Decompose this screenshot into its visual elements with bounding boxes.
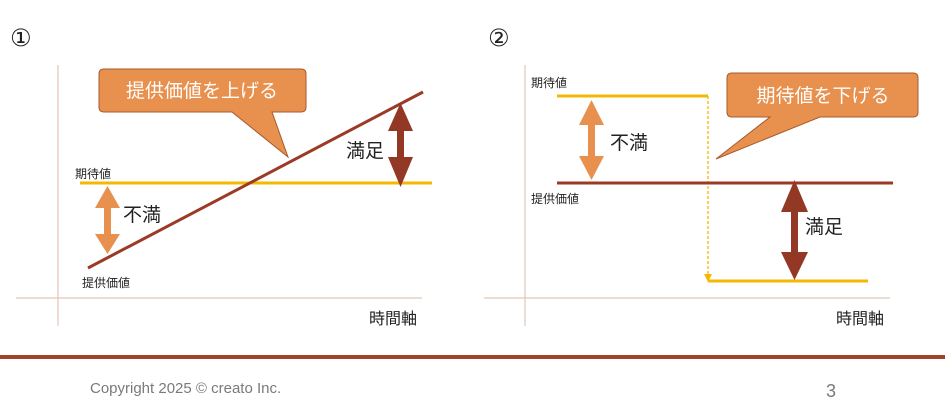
diagram-1-callout-text: 提供価値を上げる — [126, 80, 278, 102]
diagram-2-provided-label: 提供価値 — [531, 191, 579, 206]
copyright-text: Copyright 2025 © creato Inc. — [90, 380, 282, 397]
diagram-2-callout-text: 期待値を下げる — [756, 85, 889, 107]
diagram-2-drop-arrowhead — [704, 274, 712, 282]
diagram-2-satisfied-arrow — [781, 180, 808, 280]
diagram-1-provided-line — [87, 90, 424, 270]
diagram-1-satisfied-label: 満足 — [346, 140, 384, 162]
diagram-1-satisfied-arrow — [388, 103, 413, 187]
diagram-2-dissatisfied-label: 不満 — [610, 132, 648, 154]
diagram-2-expectation-label: 期待値 — [531, 75, 567, 90]
diagram-1-axis-label: 時間軸 — [369, 309, 417, 328]
diagram-1-expectation-label: 期待値 — [75, 166, 111, 181]
diagram-2: ② 期待値 提供価値 不満 満足 期待値を — [484, 24, 919, 328]
diagram-1-callout: 提供価値を上げる — [98, 68, 307, 159]
footer-divider — [0, 355, 945, 359]
diagram-2-dissatisfied-arrow — [579, 100, 604, 180]
diagram-2-callout: 期待値を下げる — [715, 72, 919, 160]
diagram-1-provided-label: 提供価値 — [82, 275, 130, 290]
diagram-2-satisfied-label: 満足 — [805, 216, 843, 238]
diagram-1-dissatisfied-label: 不満 — [123, 204, 161, 226]
diagram-2-axis-label: 時間軸 — [836, 309, 884, 328]
diagram-2-number: ② — [488, 24, 510, 52]
diagram-1-number: ① — [10, 24, 32, 52]
diagram-1-dissatisfied-arrow — [95, 186, 120, 254]
diagram-1: ① 期待値 提供価値 不満 満足 提供価値を上げる 時間軸 — [10, 24, 432, 328]
page-number: 3 — [826, 381, 837, 401]
